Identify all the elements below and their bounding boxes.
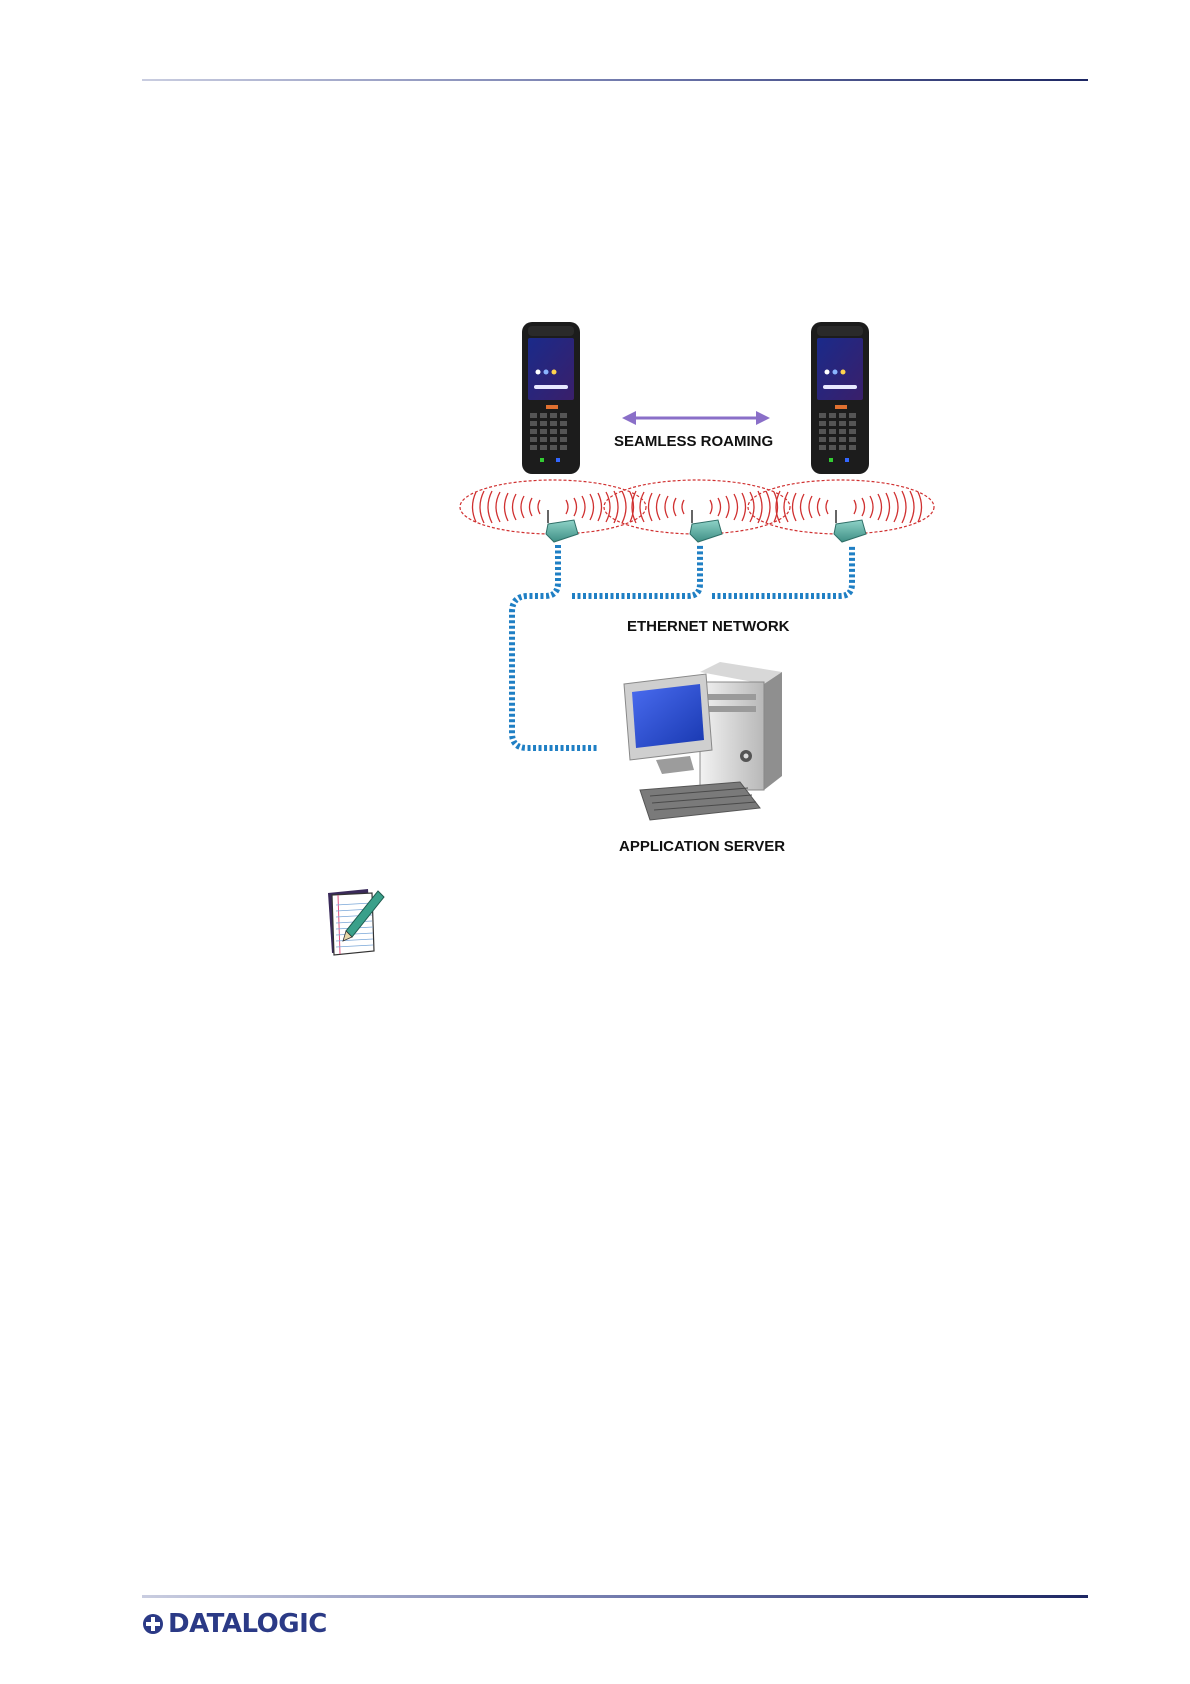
signal-waves <box>473 491 922 523</box>
access-point-3 <box>834 510 866 542</box>
footer-logo: DATALOGIC <box>142 1607 327 1641</box>
access-point-1 <box>546 510 578 542</box>
access-point-2 <box>690 510 722 542</box>
handheld-right <box>811 322 869 474</box>
roaming-label: SEAMLESS ROAMING <box>614 433 773 450</box>
network-label: ETHERNET NETWORK <box>627 618 790 635</box>
server-label: APPLICATION SERVER <box>619 838 785 855</box>
note-pad-pen-icon <box>322 887 388 957</box>
handheld-left <box>522 322 580 474</box>
server-computer <box>624 662 782 820</box>
footer-rule <box>142 1595 1088 1598</box>
logo-text: DATALOGIC <box>168 1611 327 1637</box>
datalogic-mark-icon <box>142 1613 164 1635</box>
roaming-arrow <box>622 411 770 425</box>
